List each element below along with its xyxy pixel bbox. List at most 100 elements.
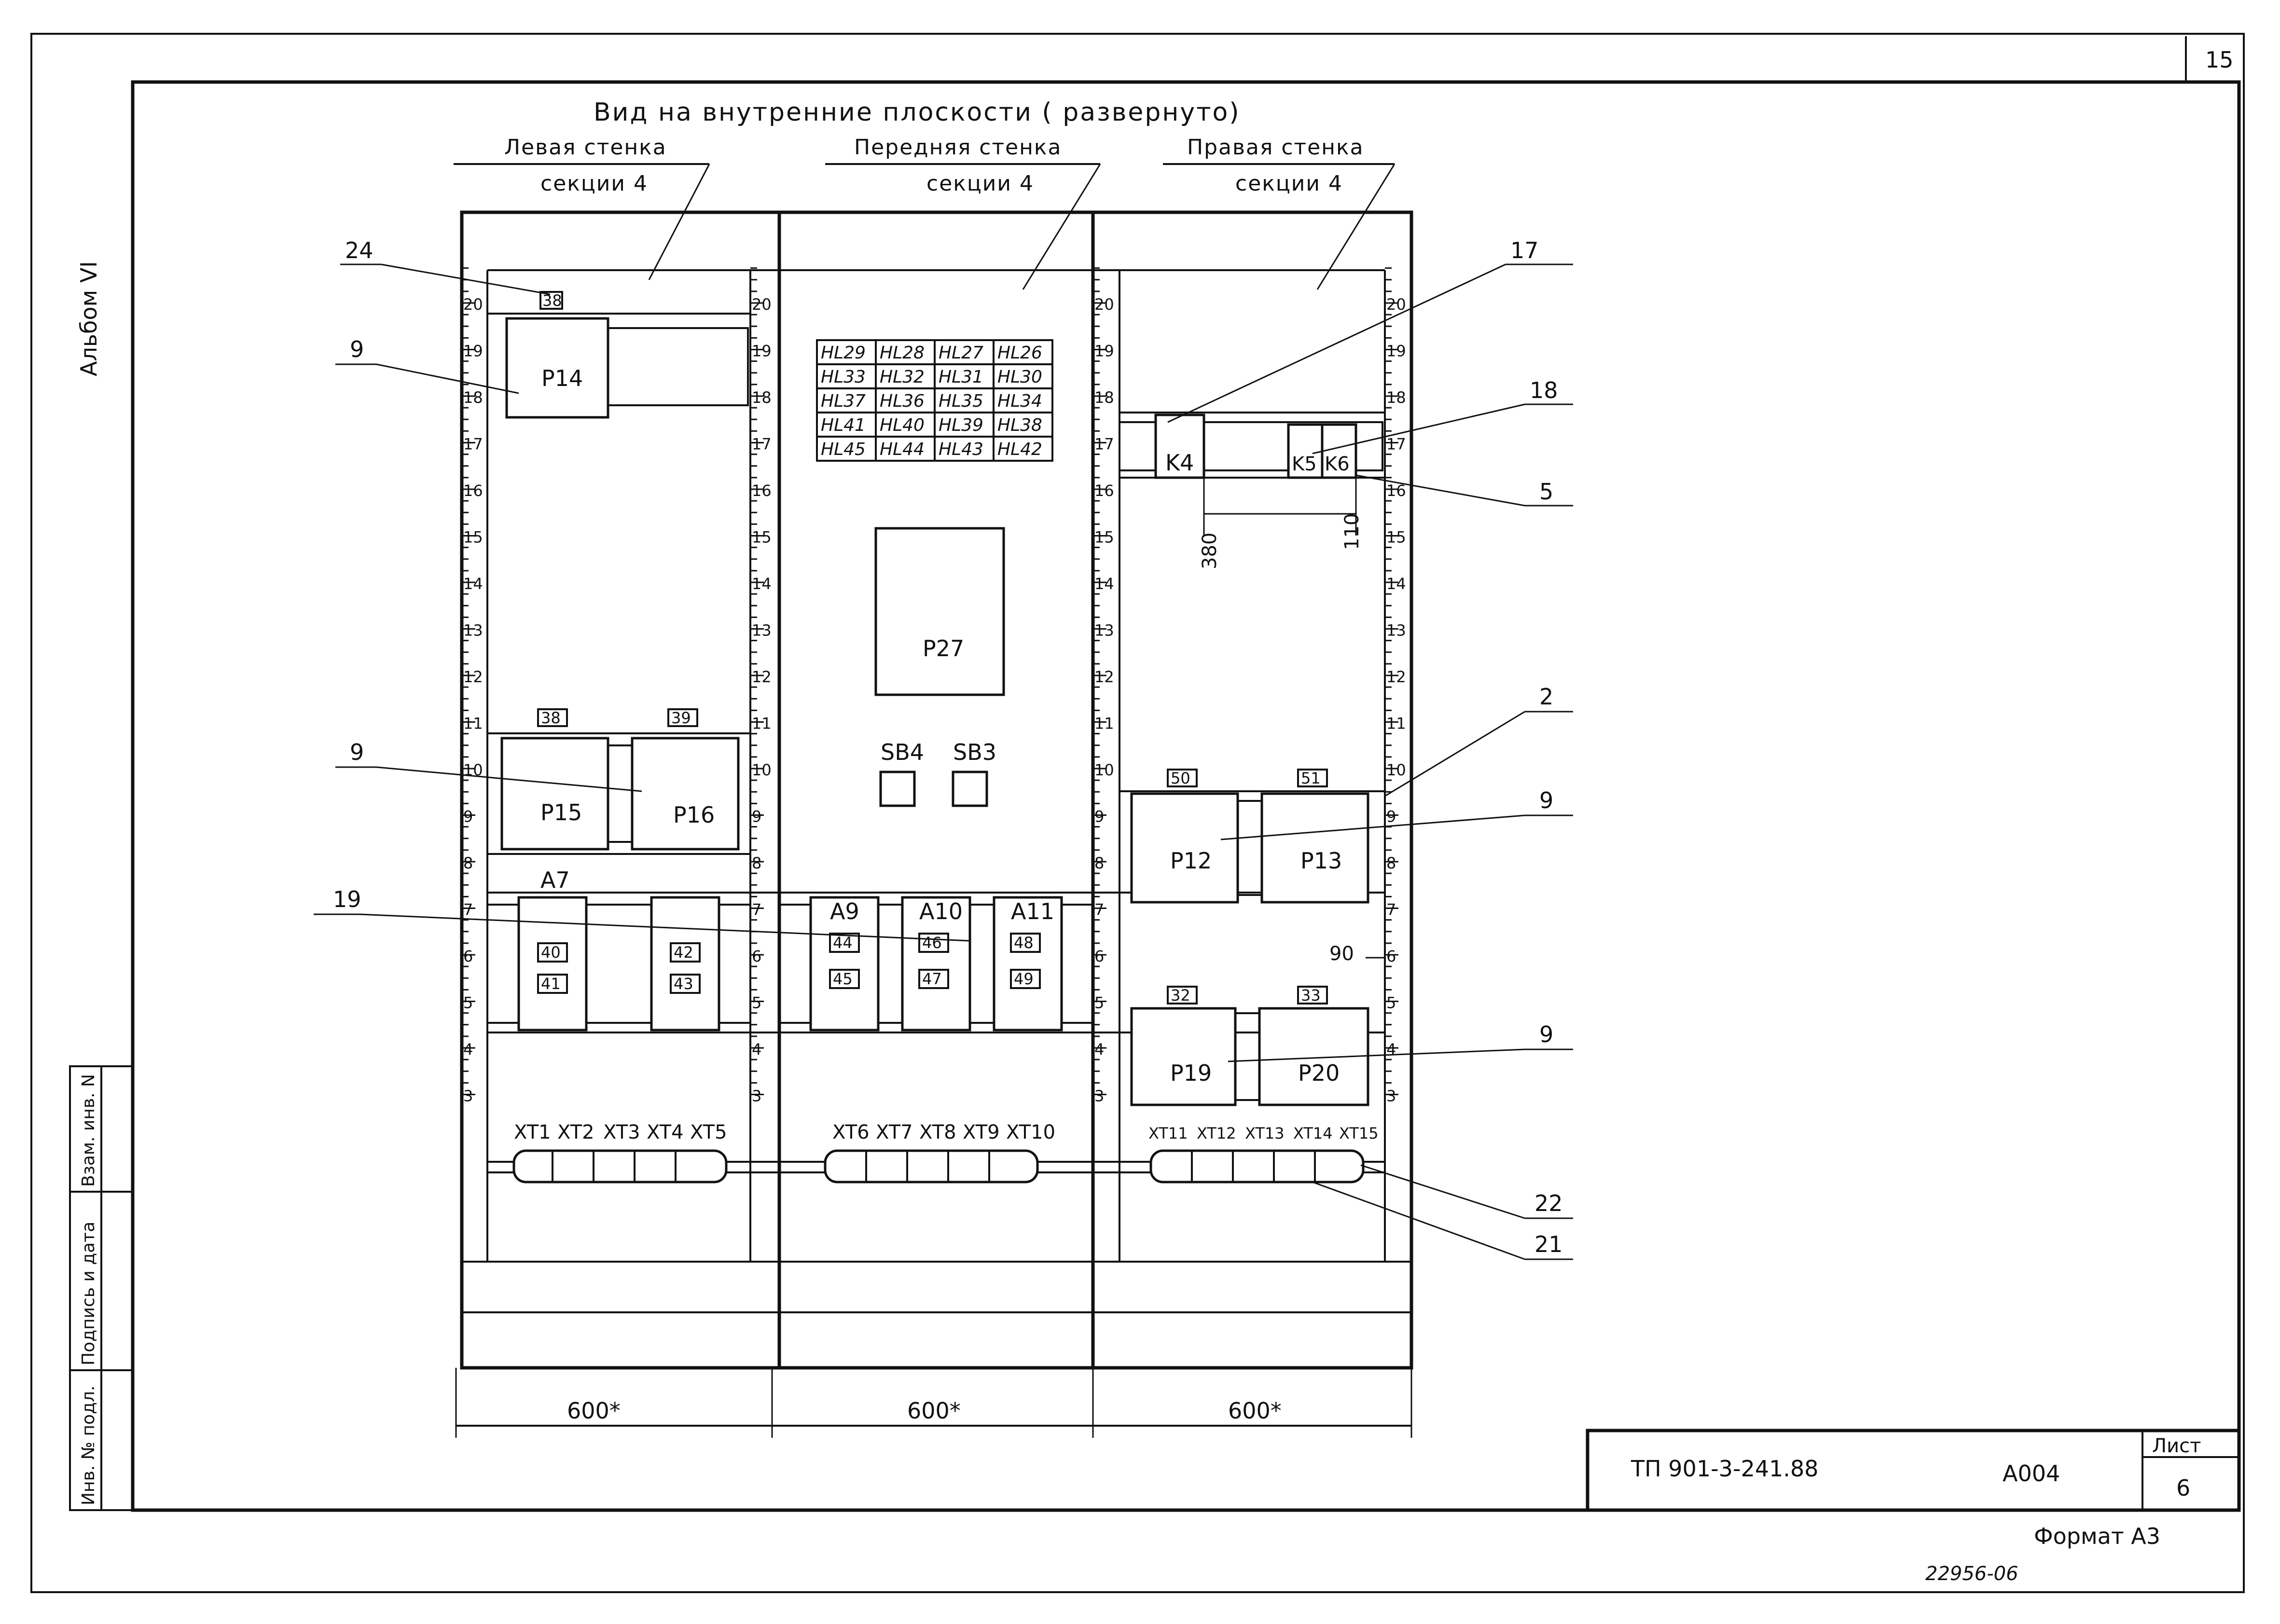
- lamp-hl32: HL32: [880, 367, 925, 387]
- scale-mark-12: 12: [752, 668, 772, 686]
- relay-k4: [1154, 413, 1205, 479]
- scale-mark-17: 17: [463, 435, 483, 454]
- sheet-value: 6: [2176, 1475, 2190, 1501]
- tag-40-label: 40: [541, 943, 561, 962]
- scale-rails: 3456789101112131415161718192034567891011…: [462, 267, 1406, 1105]
- scale-mark-6: 6: [1094, 947, 1104, 965]
- button-sb4-label: SB4: [881, 739, 924, 765]
- callout-21: 21: [1534, 1231, 1563, 1257]
- terminal-xt15: XT15: [1339, 1124, 1379, 1142]
- tag-38-top-label: 38: [542, 291, 562, 310]
- relay-p14-label: P14: [541, 365, 583, 391]
- block-a9: [809, 896, 880, 1032]
- tag-39: [667, 708, 698, 727]
- scale-mark-13: 13: [1094, 621, 1114, 640]
- relay-p27: [874, 527, 1005, 696]
- scale-mark-16: 16: [752, 482, 772, 500]
- scale-mark-3: 3: [463, 1087, 473, 1105]
- lamp-hl37: HL37: [821, 391, 866, 411]
- scale-mark-10: 10: [1386, 761, 1406, 779]
- block-a11: [993, 896, 1063, 1032]
- format-label: Формат А3: [2034, 1523, 2160, 1549]
- terminal-xt3: XT3: [603, 1121, 640, 1143]
- left-wall: 38 P14 38 39 P15 P16 A7 A8 40 41 42 43 X…: [486, 291, 1385, 1184]
- terminal-xt13: XT13: [1245, 1124, 1285, 1142]
- scale-mark-9: 9: [1094, 808, 1104, 826]
- relay-p19: [1130, 1007, 1237, 1106]
- title-block-code: ТП 901-3-241.88: [1631, 1456, 1819, 1482]
- scale-mark-5: 5: [463, 994, 473, 1012]
- terminal-strip-left: [512, 1149, 728, 1184]
- scale-mark-18: 18: [1386, 388, 1406, 407]
- scale-mark-15: 15: [752, 528, 772, 547]
- lamp-hl40: HL40: [880, 415, 925, 435]
- scale-mark-20: 20: [1094, 295, 1114, 314]
- dim-380: 380: [1199, 533, 1221, 569]
- scale-mark-8: 8: [1386, 854, 1396, 872]
- scale-mark-11: 11: [463, 715, 483, 733]
- scale-mark-6: 6: [463, 947, 473, 965]
- scale-mark-18: 18: [752, 388, 772, 407]
- scale-mark-3: 3: [752, 1087, 761, 1105]
- scale-mark-16: 16: [1094, 482, 1114, 500]
- album-label: Альбом VI: [76, 261, 102, 376]
- tag-38: [537, 708, 568, 727]
- left-wall-title: Левая стенка: [504, 135, 667, 160]
- scale-mark-17: 17: [1094, 435, 1114, 454]
- relay-p12-label: P12: [1170, 848, 1212, 874]
- tag-38-label: 38: [541, 709, 561, 727]
- block-a7-label: A7: [540, 867, 570, 893]
- callout-9-b: 9: [350, 739, 364, 765]
- relay-p15: [500, 737, 609, 851]
- block-a9-label: A9: [830, 898, 859, 924]
- lamp-hl45: HL45: [821, 440, 866, 459]
- bottom-dimensions: 600* 600* 600*: [455, 1368, 1412, 1438]
- scale-mark-14: 14: [463, 575, 483, 593]
- scale-mark-13: 13: [1386, 621, 1406, 640]
- lamp-hl26: HL26: [997, 343, 1042, 363]
- scale-mark-16: 16: [1386, 482, 1406, 500]
- callout-9-c: 9: [1539, 787, 1553, 813]
- side-stamp: Инв. № подл. Подпись и дата Взам. инв. N: [69, 1065, 134, 1511]
- lamp-hl38: HL38: [997, 415, 1042, 435]
- stamp-inv-podl: Инв. № подл.: [79, 1386, 98, 1505]
- terminal-xt1: XT1: [514, 1121, 551, 1143]
- scale-mark-8: 8: [752, 854, 761, 872]
- callout-9-a: 9: [350, 336, 364, 362]
- scale-mark-11: 11: [1386, 715, 1406, 733]
- scale-mark-5: 5: [1094, 994, 1104, 1012]
- scale-mark-15: 15: [463, 528, 483, 547]
- block-a7: [517, 896, 588, 1032]
- front-wall-section: секции 4: [926, 171, 1034, 196]
- dim-600-right: 600*: [1228, 1398, 1282, 1424]
- scale-mark-19: 19: [752, 342, 772, 360]
- relay-p27-label: P27: [923, 635, 964, 661]
- scale-mark-8: 8: [1094, 854, 1104, 872]
- dim-600-front: 600*: [907, 1398, 961, 1424]
- callout-18: 18: [1530, 377, 1558, 403]
- terminal-strip-right: [1149, 1149, 1365, 1184]
- scale-mark-20: 20: [463, 295, 483, 314]
- scale-mark-10: 10: [1094, 761, 1114, 779]
- lamp-hl29: HL29: [821, 343, 866, 363]
- terminal-xt8: XT8: [919, 1121, 956, 1143]
- scale-mark-11: 11: [752, 715, 772, 733]
- tag-41-label: 41: [541, 975, 561, 993]
- lamp-hl35: HL35: [939, 391, 983, 411]
- scale-mark-20: 20: [1386, 295, 1406, 314]
- terminal-xt10: XT10: [1006, 1121, 1055, 1143]
- block-a11-label: A11: [1011, 898, 1054, 924]
- right-wall-title: Правая стенка: [1187, 135, 1364, 160]
- scale-mark-5: 5: [752, 994, 761, 1012]
- lamp-hl42: HL42: [997, 440, 1042, 459]
- lamp-hl34: HL34: [997, 391, 1042, 411]
- terminal-xt2: XT2: [557, 1121, 594, 1143]
- relay-p13: [1260, 792, 1369, 904]
- callout-5: 5: [1539, 479, 1553, 505]
- terminal-xt11: XT11: [1148, 1124, 1188, 1142]
- left-upper-channel: [607, 327, 749, 406]
- terminal-xt5: XT5: [690, 1121, 727, 1143]
- callout-19: 19: [333, 886, 361, 912]
- scale-mark-18: 18: [463, 388, 483, 407]
